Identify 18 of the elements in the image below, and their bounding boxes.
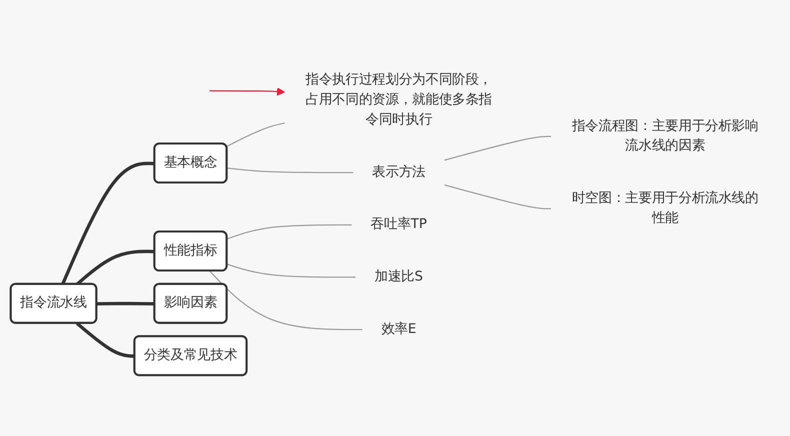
connector (227, 168, 354, 174)
node-text: 表示方法 (372, 164, 426, 180)
node-text: 吞吐率TP (370, 216, 427, 232)
connector (209, 270, 362, 330)
node-text: 效率E (381, 321, 416, 337)
node-text: 指令流程图：主要用于分析影响流水线的因素 (572, 118, 758, 154)
connector (76, 322, 135, 358)
connector (96, 302, 155, 306)
connector (226, 224, 352, 240)
connector (226, 122, 285, 147)
node-text: 时空图：主要用于分析流水线的性能 (572, 190, 758, 226)
arrow (210, 87, 286, 96)
connector (226, 264, 356, 278)
connector (61, 162, 155, 286)
connector (444, 184, 551, 210)
node-text: 加速比S (374, 269, 424, 284)
node-text: 指令执行过程划分为不同阶段，占用不同的资源，就能使多条指令同时执行 (306, 72, 492, 128)
connector (444, 136, 551, 161)
